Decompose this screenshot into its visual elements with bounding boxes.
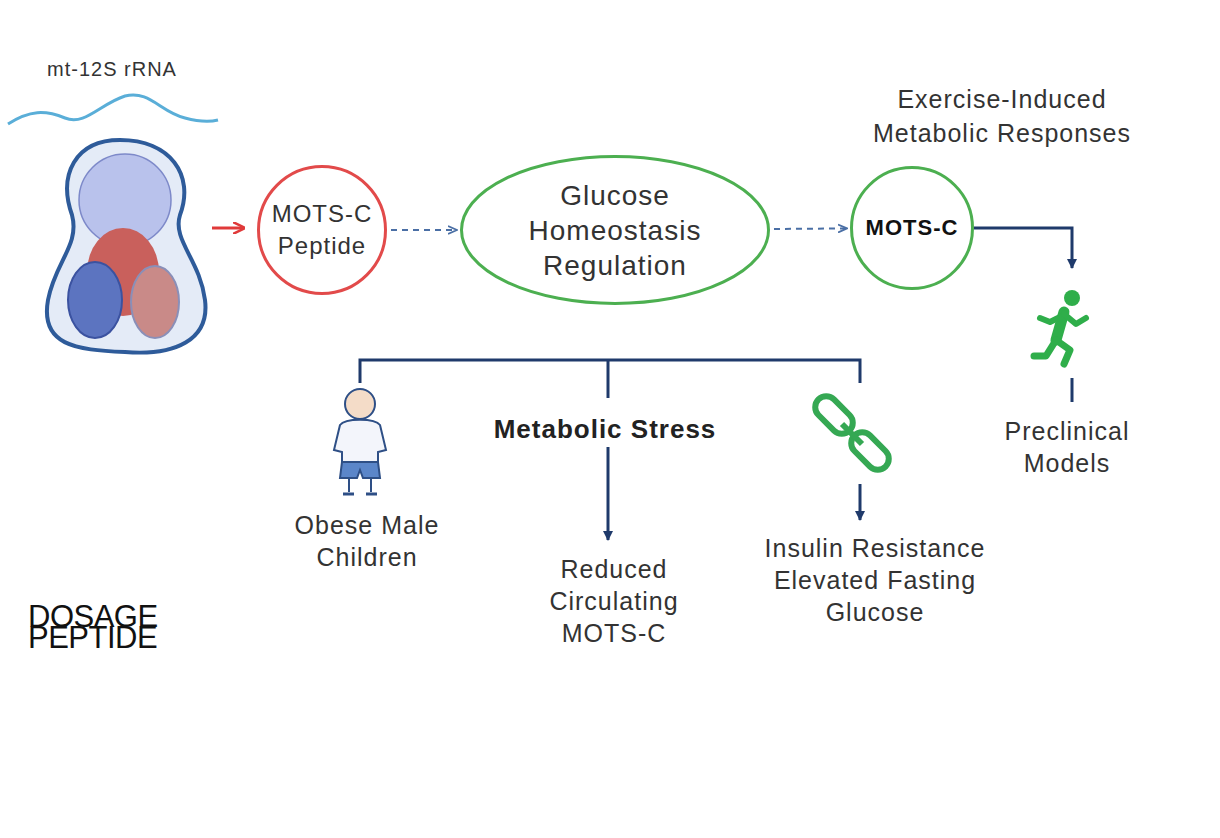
process-circle: MOTS-C Peptide xyxy=(257,165,387,295)
node-heading: Exercise-Induced Metabolic Responses xyxy=(852,82,1152,150)
runner-icon xyxy=(1034,290,1086,364)
dashed-arrow xyxy=(391,229,457,231)
node-text: MOTS-C xyxy=(866,214,959,242)
bracket xyxy=(360,360,860,398)
node-text-area: MOTS-C Peptide xyxy=(259,198,385,262)
cell-illustration xyxy=(47,140,206,353)
annotation-label: mt-12S rRNA xyxy=(2,56,222,82)
watermark-text: PEPTIDE xyxy=(28,621,328,655)
flow-arrow xyxy=(974,228,1072,268)
annotation-label: Reduced Circulating MOTS-C xyxy=(524,553,704,649)
process-circle: MOTS-CExercise-Induced Metabolic Respons… xyxy=(850,166,974,290)
node-text-area: Glucose Homeostasis Regulation xyxy=(495,178,735,283)
annotation-label: Obese Male Children xyxy=(267,509,467,573)
chain-icon xyxy=(811,392,894,475)
annotation-label: Preclinical Models xyxy=(977,415,1157,479)
rna-strand xyxy=(8,95,218,124)
node-text: MOTS-C Peptide xyxy=(259,198,385,262)
outline-ellipse xyxy=(462,157,769,304)
outline-ellipse xyxy=(259,167,386,294)
leader-line xyxy=(1071,378,1074,402)
node-text: Glucose Homeostasis Regulation xyxy=(495,178,735,283)
outline-ellipse xyxy=(852,168,973,289)
red-arrow xyxy=(212,227,244,230)
down-arrow xyxy=(607,447,610,540)
annotation-label: Metabolic Stress xyxy=(445,412,765,446)
child-icon xyxy=(334,389,386,494)
node-outline xyxy=(257,165,387,295)
dashed-arrow xyxy=(774,227,847,230)
down-arrow xyxy=(859,484,862,520)
annotation-label: Insulin Resistance Elevated Fasting Gluc… xyxy=(725,532,1025,628)
node-text-area: MOTS-C xyxy=(852,214,972,242)
process-ellipse: Glucose Homeostasis Regulation xyxy=(460,155,770,305)
